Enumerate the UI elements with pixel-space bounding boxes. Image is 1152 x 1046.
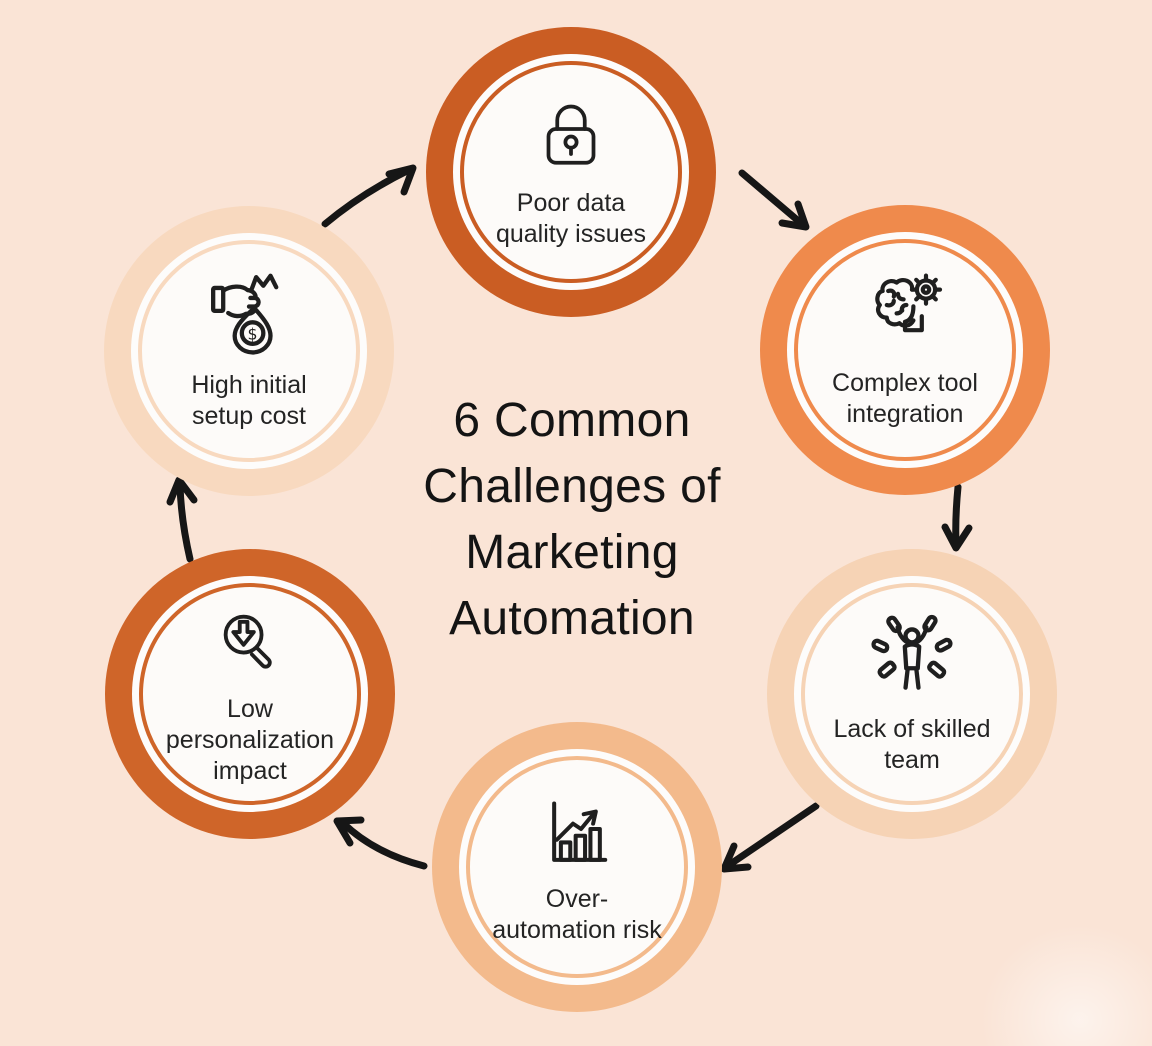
node-label-line: personalization — [165, 725, 335, 754]
node-label-line: automation risk — [492, 916, 662, 944]
node-content: Poor data quality issues — [460, 61, 682, 283]
brain-gear-icon — [875, 273, 943, 333]
challenge-node-over-automation-risk: Over- automation risk — [432, 722, 722, 1012]
node-label-line: Low — [227, 694, 273, 723]
arrow-bottom-left-to-top-left — [166, 476, 198, 563]
money-bag-icon: $ — [211, 273, 279, 355]
challenge-node-high-initial-setup-cost: $ High initial setup cost — [104, 206, 394, 496]
node-ring-gap: Low personalization impact — [132, 576, 368, 812]
arrow-top-left-to-top — [321, 164, 417, 228]
svg-text:$: $ — [248, 325, 258, 344]
node-label: Over- automation risk — [492, 884, 662, 946]
node-content: Low personalization impact — [139, 583, 361, 805]
title-line: 6 Common — [453, 394, 691, 447]
node-label-line: Lack of skilled — [833, 715, 991, 743]
node-content: $ High initial setup cost — [138, 240, 360, 462]
node-label-line: Complex tool — [832, 369, 978, 397]
node-label: Complex tool integration — [832, 368, 978, 430]
magnifier-down-icon — [223, 614, 272, 669]
challenge-node-complex-tool-integration: Complex tool integration — [760, 205, 1050, 495]
lock-icon — [546, 104, 596, 165]
node-label: High initial setup cost — [191, 370, 306, 432]
arrow-bottom-right-to-bottom — [720, 802, 820, 873]
title-line: Challenges of — [423, 460, 721, 513]
node-label-line: team — [884, 746, 940, 774]
node-ring-gap: Lack of skilled team — [794, 576, 1030, 812]
node-label-line: setup cost — [192, 402, 306, 430]
node-ring-gap: $ High initial setup cost — [131, 233, 367, 469]
arrow-top-to-top-right — [738, 169, 810, 231]
challenge-node-low-personalization-impact: Low personalization impact — [105, 549, 395, 839]
node-ring-gap: Complex tool integration — [787, 232, 1023, 468]
arrow-top-right-to-bottom-right — [941, 483, 973, 552]
node-content: Complex tool integration — [794, 239, 1016, 461]
node-label-line: quality issues — [495, 220, 647, 248]
title-line: Automation — [449, 592, 695, 645]
challenge-node-poor-data-quality: Poor data quality issues — [426, 27, 716, 317]
node-label-line: impact — [213, 756, 287, 785]
node-label-line: integration — [846, 400, 964, 428]
watermark-smudge — [972, 916, 1152, 1046]
node-label-line: High initial — [191, 371, 307, 399]
challenge-node-lack-of-skilled-team: Lack of skilled team — [767, 549, 1057, 839]
node-label-line: Poor data — [516, 189, 626, 217]
node-ring-gap: Over- automation risk — [459, 749, 695, 985]
node-content: Lack of skilled team — [801, 583, 1023, 805]
node-label: Poor data quality issues — [496, 188, 646, 250]
title-line: Marketing — [465, 526, 679, 579]
growth-chart-icon — [552, 801, 608, 862]
node-content: Over- automation risk — [466, 756, 688, 978]
page-title: 6 Common Challenges of Marketing Automat… — [366, 388, 778, 652]
arrow-bottom-to-bottom-left — [333, 816, 428, 870]
node-ring-gap: Poor data quality issues — [453, 54, 689, 290]
node-label: Lack of skilled team — [833, 714, 990, 776]
node-label: Low personalization impact — [166, 694, 334, 787]
juggling-person-icon — [871, 614, 953, 690]
node-label-line: Over- — [545, 885, 609, 913]
